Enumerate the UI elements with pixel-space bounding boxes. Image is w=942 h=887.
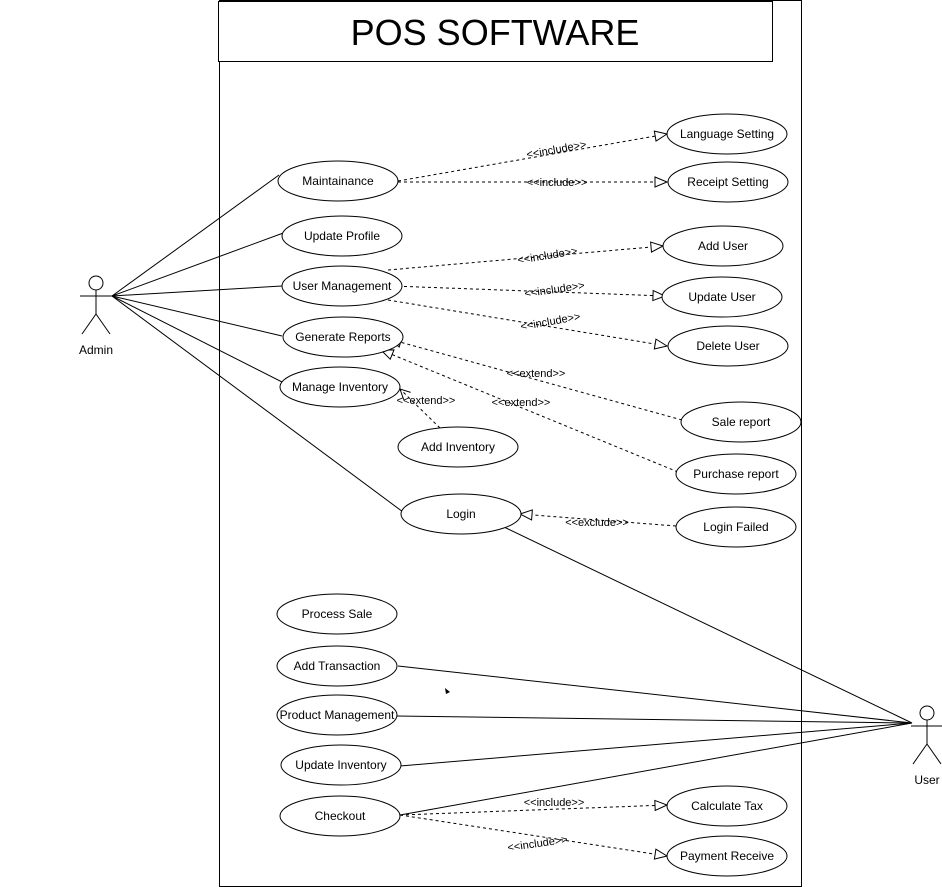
use-case-label: Purchase report (693, 467, 779, 481)
mouse-cursor-icon (445, 688, 450, 694)
use-case-label: Product Management (280, 708, 395, 722)
use-case-label: Receipt Setting (687, 175, 768, 189)
use-case-label: Sale report (712, 415, 771, 429)
use-case-label: Manage Inventory (292, 380, 388, 394)
admin-label: Admin (79, 343, 113, 357)
use-case-sale-report[interactable]: Sale report (680, 401, 802, 443)
use-case-login[interactable]: Login (400, 493, 522, 535)
use-case-login-failed[interactable]: Login Failed (675, 506, 797, 548)
use-case-label: Delete User (696, 339, 759, 353)
use-case-add-inventory[interactable]: Add Inventory (397, 426, 519, 468)
user-associations (395, 526, 913, 816)
use-case-calculate-tax[interactable]: Calculate Tax (666, 785, 788, 827)
use-case-label: Login Failed (703, 520, 768, 534)
use-case-add-transaction[interactable]: Add Transaction (276, 645, 398, 687)
diagram-title: POS SOFTWARE (351, 12, 640, 53)
exclude-label-login: <<exclude>> (565, 517, 629, 529)
use-case-user-management[interactable]: User Management (281, 265, 403, 307)
use-case-purchase-report[interactable]: Purchase report (675, 453, 797, 495)
extend-label-purchase: <<extend>> (492, 397, 551, 409)
stick-figure-icon (911, 705, 942, 765)
use-case-label: User Management (293, 279, 392, 293)
include-extend-relations (381, 134, 683, 856)
use-case-add-user[interactable]: Add User (662, 225, 784, 267)
use-case-label: Update User (688, 290, 755, 304)
use-case-label: Checkout (315, 809, 366, 823)
use-case-language-setting[interactable]: Language Setting (666, 113, 788, 155)
use-case-label: Process Sale (302, 607, 373, 621)
use-case-label: Add Inventory (421, 440, 495, 454)
use-case-receipt-setting[interactable]: Receipt Setting (667, 161, 789, 203)
use-case-payment-receive[interactable]: Payment Receive (666, 835, 788, 877)
use-case-manage-inventory[interactable]: Manage Inventory (279, 366, 401, 408)
use-case-generate-reports[interactable]: Generate Reports (282, 316, 404, 358)
extend-label-inventory: <<extend>> (397, 395, 456, 407)
use-case-process-sale[interactable]: Process Sale (276, 593, 398, 635)
admin-associations (111, 174, 404, 513)
include-label-receipt: <<include>> (527, 177, 588, 189)
include-label-tax: <<include>> (524, 797, 585, 809)
admin-actor[interactable]: Admin (79, 275, 113, 357)
use-case-label: Update Inventory (295, 758, 386, 772)
use-case-delete-user[interactable]: Delete User (667, 325, 789, 367)
use-case-label: Update Profile (304, 229, 380, 243)
relation-labels: <<include>> <<include>> <<include>> <<in… (397, 139, 629, 854)
use-case-label: Maintainance (302, 174, 374, 188)
use-case-label: Add Transaction (294, 659, 381, 673)
use-case-product-management[interactable]: Product Management (276, 694, 398, 736)
use-case-label: Payment Receive (680, 849, 774, 863)
use-case-maintainance[interactable]: Maintainance (277, 160, 399, 202)
use-case-label: Add User (698, 239, 748, 253)
user-actor[interactable]: User (911, 705, 942, 787)
use-case-label: Calculate Tax (691, 799, 763, 813)
use-case-label: Language Setting (680, 127, 774, 141)
use-case-update-profile[interactable]: Update Profile (281, 215, 403, 257)
use-case-checkout[interactable]: Checkout (279, 795, 401, 837)
extend-label-sale: <<extend>> (507, 368, 566, 380)
use-case-update-user[interactable]: Update User (661, 276, 783, 318)
use-case-label: Generate Reports (295, 330, 390, 344)
title-box (218, 1, 773, 62)
user-label: User (914, 773, 939, 787)
use-case-label: Login (446, 507, 475, 521)
use-case-update-inventory[interactable]: Update Inventory (280, 744, 402, 786)
stick-figure-icon (80, 275, 112, 335)
